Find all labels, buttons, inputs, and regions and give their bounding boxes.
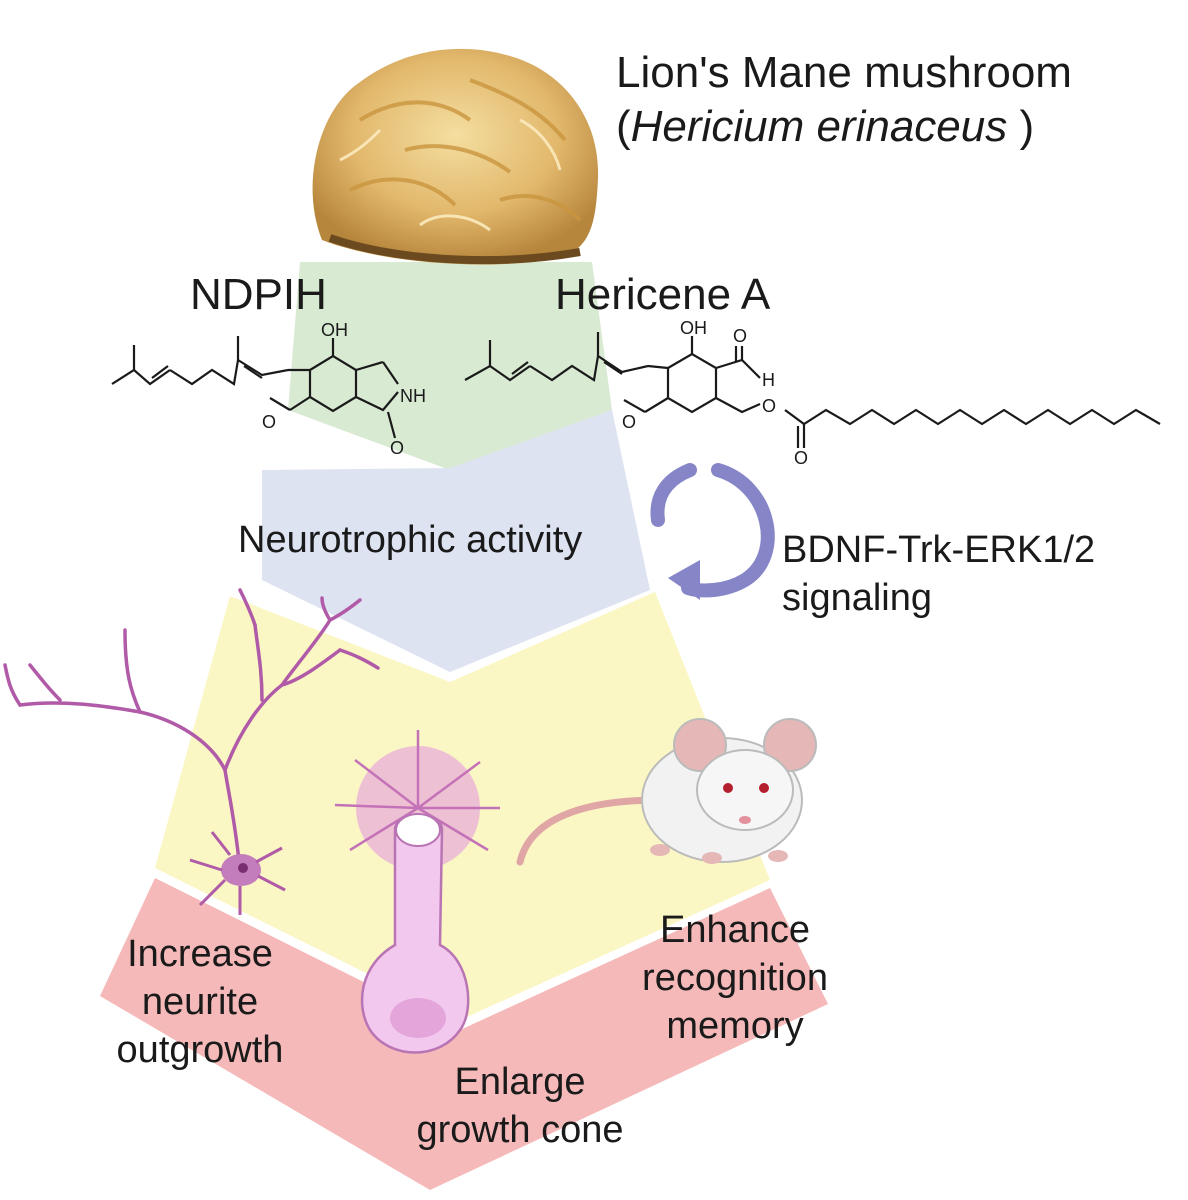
outcome-growth-cone-line1: Enlarge [454,1061,586,1103]
paren-close: ) [1007,102,1035,151]
red-band [100,878,828,1190]
growth-cone-icon [334,730,500,1054]
outcome-neurite-line1: Increase [127,933,273,975]
outcome-neurite-line2: neurite [141,981,259,1023]
outcome-neurite-outgrowth: Increase neurite outgrowth [95,930,305,1074]
outcome-memory-line1: Enhance [659,909,810,951]
species-name: Hericium erinaceus [630,102,1008,151]
atom-oh-right: OH [680,318,707,338]
paren-open: ( [616,102,631,151]
title-species-line: (Hericium erinaceus ) [616,100,1072,154]
atom-o-methoxy-right: O [622,412,637,432]
atom-o-methoxy-left: O [262,412,277,432]
outcome-memory-line2: recognition [642,957,828,999]
outcome-growth-cone-line2: growth cone [416,1109,624,1151]
signaling-line1: BDNF-Trk-ERK1/2 [782,529,1096,571]
title-name: Lion's Mane mushroom [616,48,1072,97]
neuron-body [189,831,286,915]
outcome-neurite-line3: outgrowth [116,1029,284,1071]
compound-hericene-a: Hericene A [555,270,771,319]
atom-oh-left: OH [321,320,348,340]
green-band [288,262,612,470]
title: Lion's Mane mushroom (Hericium erinaceus… [616,46,1072,154]
signaling-label: BDNF-Trk-ERK1/2 signaling [782,526,1095,622]
mushroom-image [312,48,599,265]
atom-o-carbonyl-left: O [390,438,405,458]
outcome-memory-line3: memory [666,1005,804,1047]
atom-o-ester: O [762,396,777,416]
atom-o-aldehyde: O [733,326,748,346]
mouse-icon [516,718,817,866]
atom-h-aldehyde: H [762,370,775,390]
atom-nh: NH [400,386,426,406]
neurotrophic-activity-label: Neurotrophic activity [238,519,583,561]
outcome-recognition-memory: Enhance recognition memory [620,906,850,1050]
hericene-structure [464,332,1161,448]
outcome-growth-cone: Enlarge growth cone [395,1058,645,1154]
neuron-icon [3,588,380,872]
refresh-arrow-icon [650,463,775,600]
signaling-line2: signaling [782,577,932,619]
blue-band [262,410,650,672]
ndpih-structure [111,336,399,439]
atom-o-ester-carbonyl: O [794,448,809,468]
compound-ndpih: NDPIH [190,270,327,319]
